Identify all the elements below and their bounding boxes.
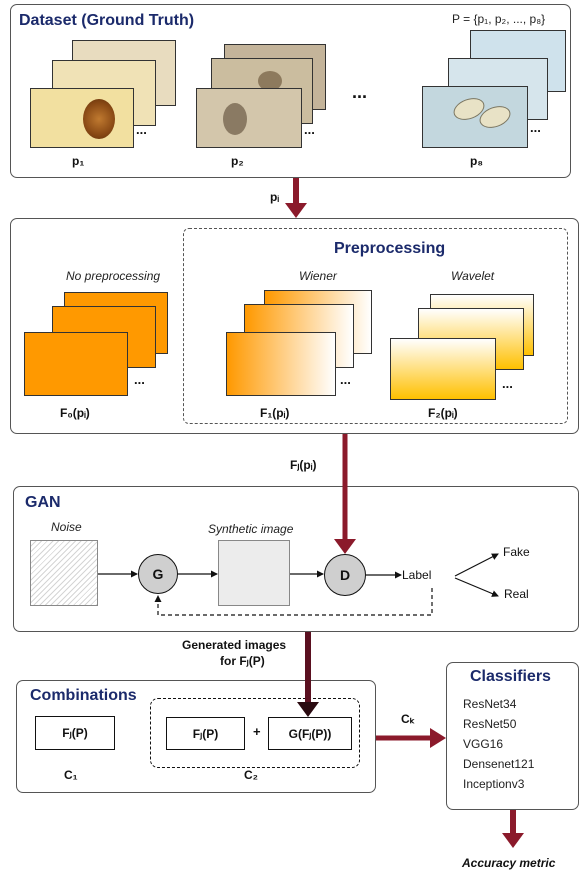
dataset-label-p1: p₁ — [72, 154, 85, 168]
no-preprocessing-label: No preprocessing — [66, 269, 161, 283]
classifier-item: Densenet121 — [463, 757, 535, 771]
f2-label: F₂(pᵢ) — [428, 406, 458, 420]
gan-real-label: Real — [504, 587, 529, 601]
noise-box — [30, 540, 98, 606]
c2-label: C₂ — [244, 768, 258, 782]
flow-label-pi: pᵢ — [270, 190, 280, 204]
arrow-label-to-real — [454, 577, 499, 597]
classifier-item: VGG16 — [463, 737, 504, 751]
f1-card-front — [226, 332, 336, 396]
c2-box-a: Fⱼ(P) — [166, 717, 245, 750]
dataset-label-p2: p₂ — [231, 154, 244, 168]
synthetic-image-box — [218, 540, 290, 606]
egg-image-p1 — [83, 99, 115, 139]
discriminator-node: D — [324, 554, 366, 596]
arrow-gan-to-combinations — [297, 632, 319, 717]
arrow-label-to-fake — [454, 553, 499, 577]
gan-title: GAN — [25, 494, 61, 511]
c1-label: C₁ — [64, 768, 78, 782]
generator-node: G — [138, 554, 178, 594]
f0-card-front — [24, 332, 128, 396]
gan-panel — [13, 486, 579, 632]
stack-dots-p2: ... — [304, 122, 315, 137]
flow-label-fj: Fⱼ(pᵢ) — [290, 458, 317, 472]
f0-label: F₀(pᵢ) — [60, 406, 90, 420]
gan-fake-label: Fake — [503, 545, 530, 559]
dataset-set-formula: P = {p₁, p₂, ..., p₈} — [452, 12, 546, 26]
noise-label: Noise — [51, 520, 82, 534]
egg-image-p2-mid — [258, 71, 282, 91]
arrow-combinations-to-classifiers — [376, 728, 446, 748]
classifier-list: ResNet34 ResNet50 VGG16 Densenet121 Ince… — [463, 694, 534, 794]
generated-images-label-2: for Fⱼ(P) — [220, 654, 265, 668]
stack-dots-p1: ... — [136, 122, 147, 137]
c2-plus: + — [253, 724, 261, 739]
c2-dashed-group — [150, 698, 360, 768]
dataset-image-p1-front — [30, 88, 134, 148]
classifiers-title: Classifiers — [470, 668, 551, 685]
dataset-image-p2-front — [196, 88, 302, 148]
dataset-ellipsis: ... — [352, 82, 368, 102]
classifier-item: ResNet50 — [463, 717, 517, 731]
arrow-dataset-to-preprocessing — [285, 178, 307, 218]
classifier-item: ResNet34 — [463, 697, 517, 711]
flow-label-ck: Cₖ — [401, 712, 415, 726]
c2-box-b: G(Fⱼ(P)) — [268, 717, 352, 750]
preprocessing-title: Preprocessing — [334, 240, 446, 257]
generated-images-label-1: Generated images — [182, 638, 287, 652]
f2-card-front — [390, 338, 496, 400]
synthetic-image-label: Synthetic image — [208, 522, 294, 536]
wiener-label: Wiener — [299, 269, 337, 283]
gan-output-label: Label — [402, 568, 432, 582]
stack-dots-p8: ... — [530, 120, 541, 135]
preprocessing-dashed-region — [183, 228, 568, 424]
wavelet-label: Wavelet — [451, 269, 495, 283]
accuracy-metric-label: Accuracy metric — [462, 856, 556, 870]
dataset-title: Dataset (Ground Truth) — [19, 12, 195, 29]
egg-image-p2 — [223, 103, 247, 135]
arrow-feedback-loop — [154, 588, 433, 616]
stack-dots-f2: ... — [502, 376, 513, 391]
dataset-image-p8-front — [422, 86, 528, 148]
arrow-preprocessing-to-discriminator — [334, 434, 356, 554]
dataset-label-p8: p₈ — [470, 154, 483, 168]
stack-dots-f1: ... — [340, 372, 351, 387]
f1-label: F₁(pᵢ) — [260, 406, 290, 420]
arrow-classifiers-to-accuracy — [502, 810, 524, 848]
stack-dots-f0: ... — [134, 372, 145, 387]
combinations-title: Combinations — [30, 687, 137, 704]
c1-box: Fⱼ(P) — [35, 716, 115, 750]
classifiers-panel — [446, 662, 579, 810]
classifier-item: Inceptionv3 — [463, 777, 525, 791]
